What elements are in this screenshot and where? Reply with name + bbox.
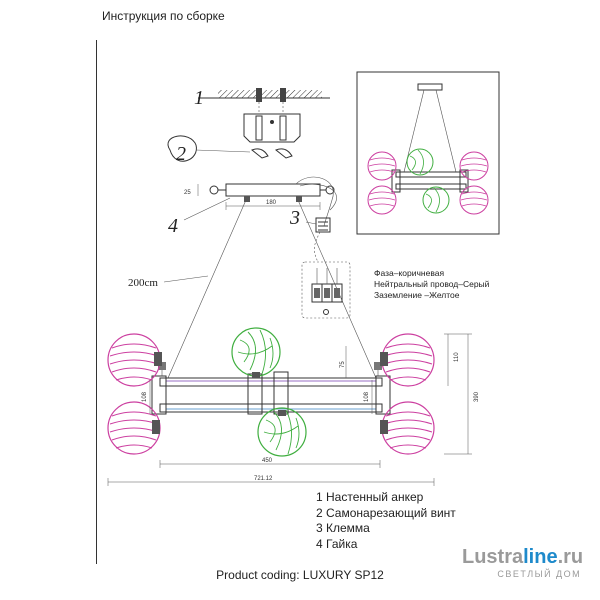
left-suspension-cable (167, 199, 247, 379)
pink-shade-top-left (107, 333, 162, 387)
wiring-ground: Заземление –Желтое (374, 290, 460, 300)
brand-logo[interactable]: Lustraline.ru СВЕТЛЫЙ ДОМ (462, 546, 583, 579)
pink-shade-bottom-right (380, 401, 435, 455)
dim-total-width: 721.12 (254, 476, 273, 482)
dim-shade-height: 110 (454, 352, 460, 362)
main-fixture (151, 362, 391, 415)
logo-text: Lustraline.ru (462, 546, 584, 568)
dim-bar-width: 180 (266, 200, 277, 206)
legend-item-2: 2 Самонарезающий винт (316, 505, 456, 520)
legend-item-3: 3 Клемма (316, 521, 370, 535)
left-frame-line (96, 40, 97, 564)
dim-body-height: 390 (474, 391, 480, 402)
part-number-2: 2 (176, 143, 186, 165)
wiring-notes: Фаза–коричневая Нейтральный провод–Серый… (374, 268, 489, 301)
cable-length-label: 200cm (128, 277, 158, 289)
wiring-detail (301, 261, 351, 319)
green-shade-bottom (257, 407, 307, 457)
product-coding: Product coding: LUXURY SP12 (216, 568, 384, 582)
wiring-neutral: Нейтральный провод–Серый (374, 279, 490, 289)
page-title: Инструкция по сборке (102, 9, 225, 23)
main-dimensions (107, 333, 472, 486)
legend-item-1: 1 Настенный анкер (316, 490, 424, 504)
dim-top-height: 25 (184, 190, 191, 196)
part-number-3: 3 (289, 207, 300, 229)
part-2-callout (167, 135, 251, 162)
pink-shade-top-right (380, 333, 435, 387)
canopy-bar (197, 183, 335, 210)
part-number-1: 1 (194, 87, 204, 109)
ceiling-mount (198, 88, 330, 159)
inset-preview (356, 71, 500, 235)
parts-legend: 1 Настенный анкер 2 Самонарезающий винт … (316, 490, 456, 552)
pink-shade-bottom-left (107, 401, 161, 455)
part-number-4: 4 (168, 215, 178, 237)
logo-tagline: СВЕТЛЫЙ ДОМ (497, 569, 582, 579)
green-shade-top (231, 327, 281, 378)
dim-right-small: 108 (364, 391, 370, 402)
wiring-phase: Фаза–коричневая (374, 268, 445, 278)
dim-center-small: 75 (340, 361, 346, 368)
terminal-part (305, 217, 331, 263)
dim-left-small: 108 (142, 391, 148, 402)
dim-inner-width: 450 (262, 458, 273, 464)
legend-item-4: 4 Гайка (316, 536, 358, 551)
